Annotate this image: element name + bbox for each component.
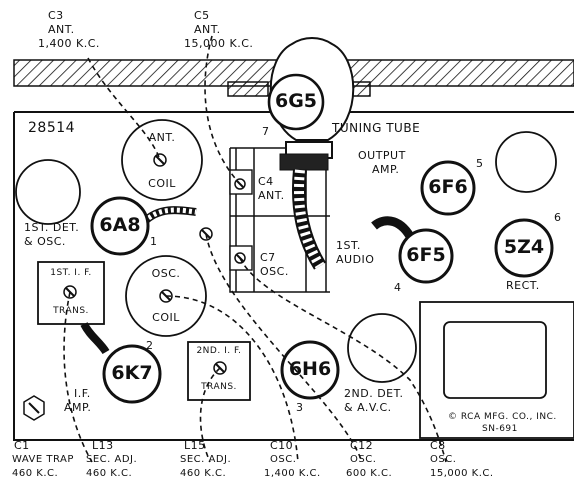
- label-l15-id: L15: [184, 439, 206, 452]
- speaker-window: [443, 321, 547, 399]
- label-c5-type: ANT.: [194, 23, 221, 36]
- screw-ant-coil: [153, 153, 167, 167]
- label-c4-id: C4: [258, 175, 274, 188]
- tube-6a8-label2: & OSC.: [24, 235, 66, 248]
- tube-socket-6a8: [90, 196, 150, 256]
- label-c1-l2: 460 K.C.: [12, 468, 59, 479]
- speaker-box: [419, 301, 574, 439]
- label-c8-id: C8: [430, 439, 446, 452]
- tube-6h6-label1: 2ND. DET.: [344, 387, 404, 400]
- label-c3-freq: 1,400 K.C.: [38, 37, 100, 50]
- label-c3-type: ANT.: [48, 23, 75, 36]
- if1-transformer: [37, 261, 105, 325]
- screw-c1: [23, 395, 45, 421]
- label-l15-l2: 460 K.C.: [180, 468, 227, 479]
- tube-5z4-label1: RECT.: [506, 279, 540, 292]
- tuning-tube-label: TUNING TUBE: [332, 121, 421, 135]
- copyright-line1: © RCA MFG. CO., INC.: [448, 412, 557, 422]
- if1-line2: TRANS.: [53, 306, 89, 316]
- label-c4-type: ANT.: [258, 189, 285, 202]
- label-c1-l1: WAVE TRAP: [12, 454, 74, 465]
- leader-lines: [63, 35, 447, 463]
- 6k7-grid-lead: [80, 322, 110, 355]
- tube-6k7-name: 6K7: [111, 362, 153, 384]
- tube-6f5-label2: AUDIO: [336, 253, 375, 266]
- label-c12-id: C12: [350, 439, 374, 452]
- tube-6g5-socket: 7: [262, 125, 270, 138]
- chassis-hole: [15, 159, 81, 225]
- label-c12-l1: OSC.: [350, 454, 377, 465]
- tube-6f6-name: 6F6: [428, 176, 468, 198]
- label-l15-l1: SEC. ADJ.: [180, 454, 232, 465]
- if2-transformer: [187, 341, 251, 401]
- tuning-tube-collar: [279, 153, 329, 171]
- tube-6k7-socket: 2: [146, 339, 154, 352]
- label-c7-type: OSC.: [260, 265, 289, 278]
- label-l13-l2: 460 K.C.: [86, 468, 133, 479]
- 6a8-grid-lead-stripes: [142, 207, 197, 224]
- if1-line1: 1ST. I. F.: [50, 268, 92, 278]
- chassis-number: 28514: [28, 120, 76, 136]
- tube-5z4-name: 5Z4: [503, 236, 545, 258]
- ant-coil-line2: COIL: [148, 177, 176, 190]
- tube-socket-6f5: [398, 228, 454, 284]
- label-c10-id: C10: [270, 439, 294, 452]
- label-c3-id: C3: [48, 9, 64, 22]
- tube-socket-6h6: [280, 340, 340, 400]
- label-c5-id: C5: [194, 9, 210, 22]
- tube-6f5-name: 6F5: [406, 244, 446, 266]
- label-c1-id: C1: [14, 439, 30, 452]
- tube-socket-6k7: [102, 344, 162, 404]
- osc-coil-line1: OSC.: [151, 267, 181, 280]
- tube-6k7-label1: I.F.: [74, 387, 91, 400]
- tube-6f6-label1: OUTPUT: [358, 149, 406, 162]
- label-c8-l1: OSC.: [430, 454, 457, 465]
- label-l13-id: L13: [92, 439, 114, 452]
- osc-coil-can: [125, 255, 207, 337]
- label-c10-l2: 1,400 K.C.: [264, 468, 321, 479]
- tube-6f5-socket: 4: [394, 281, 402, 294]
- tuning-tube-cable: [291, 169, 327, 270]
- if2-line1: 2ND. I. F.: [196, 346, 242, 356]
- tuning-capacitor-frame: [229, 147, 330, 293]
- tube-socket-6g5: [267, 73, 325, 131]
- tube-socket-5z4: [494, 218, 554, 278]
- label-c12-l2: 600 K.C.: [346, 468, 393, 479]
- 6a8-grid-lead: [141, 206, 197, 226]
- label-c5-freq: 15,000 K.C.: [184, 37, 254, 50]
- tube-6g5-name: 6G5: [274, 90, 318, 112]
- panel-bracket: [227, 81, 269, 97]
- osc-coil-line2: COIL: [152, 311, 180, 324]
- tube-6a8-label1: 1ST. DET.: [24, 221, 80, 234]
- if2-line2: TRANS.: [201, 382, 237, 392]
- tube-6h6-label2: & A.V.C.: [344, 401, 392, 414]
- tube-6f6-label2: AMP.: [372, 163, 400, 176]
- tube-6f6-socket: 5: [476, 157, 484, 170]
- ant-coil-can: [121, 119, 203, 201]
- label-l13-l1: SEC. ADJ.: [86, 454, 138, 465]
- label-c7-id: C7: [260, 251, 276, 264]
- tube-6h6-name: 6H6: [288, 358, 332, 380]
- label-c8-l2: 15,000 K.C.: [430, 468, 494, 479]
- tube-6h6-socket: 3: [296, 401, 304, 414]
- tube-5z4-socket: 6: [554, 211, 562, 224]
- tube-6f5-label1: 1ST.: [336, 239, 361, 252]
- chassis-hole: [495, 131, 557, 193]
- ant-coil-line1: ANT.: [148, 131, 176, 144]
- tube-6a8-socket: 1: [150, 235, 158, 248]
- chassis-hole: [347, 313, 417, 383]
- tube-socket-6f6: [420, 160, 476, 216]
- label-c10-l1: OSC.: [270, 454, 297, 465]
- copyright-line2: SN-691: [482, 424, 518, 434]
- tube-6k7-label2: AMP.: [64, 401, 92, 414]
- tube-6a8-name: 6A8: [99, 214, 141, 236]
